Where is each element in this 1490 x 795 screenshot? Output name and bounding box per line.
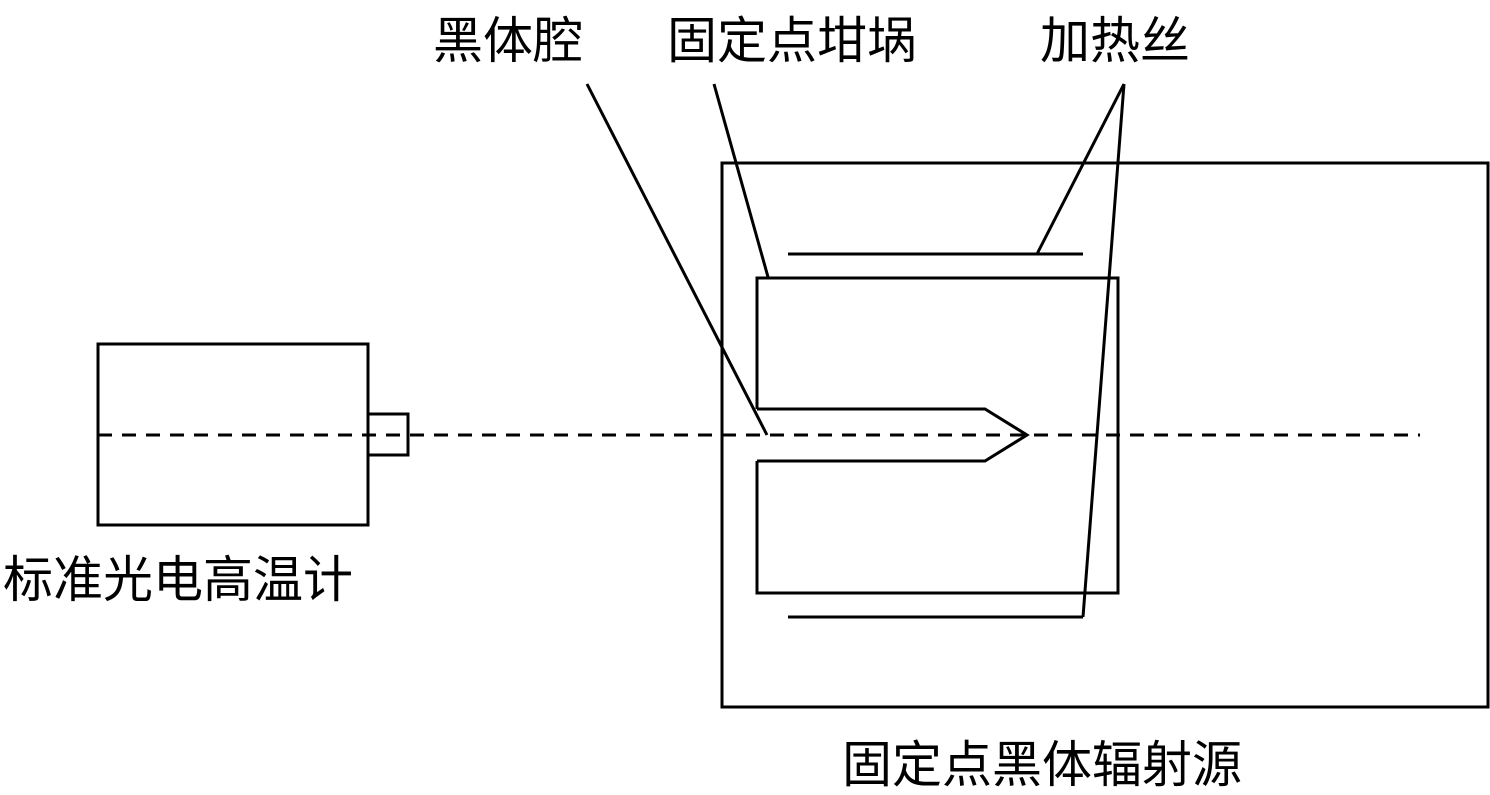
leader-fixed-point-crucible: [712, 83, 770, 278]
label-fixed-point-crucible: 固定点坩埚: [667, 12, 917, 70]
label-heating-wire: 加热丝: [1040, 12, 1190, 70]
label-fixed-point-source: 固定点黑体辐射源: [842, 736, 1242, 794]
label-blackbody-cavity: 黑体腔: [433, 12, 583, 70]
leader-heating-wire-bottom: [1081, 83, 1126, 618]
blackbody-cavity: [757, 407, 1030, 463]
leader-heating-wire-top: [1035, 83, 1126, 255]
leader-blackbody-cavity: [585, 83, 769, 436]
label-standard-pyrometer: 标准光电高温计: [3, 551, 353, 609]
